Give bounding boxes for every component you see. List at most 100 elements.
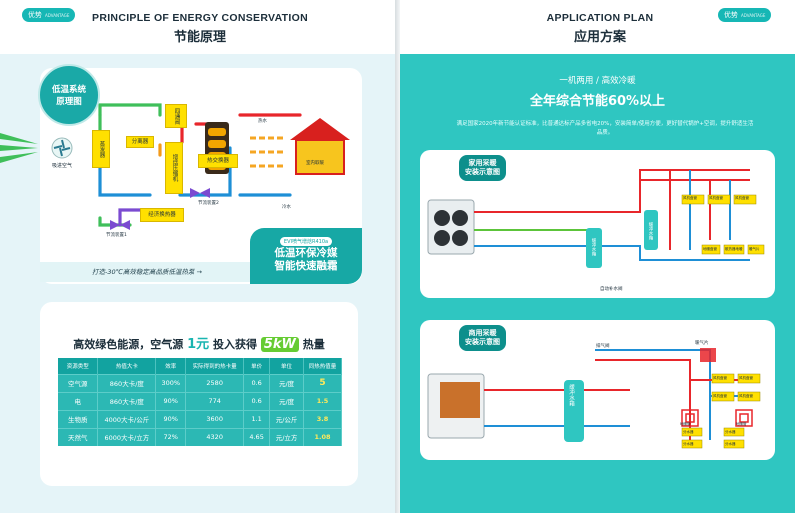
- home-scheme-tag: 家用采暖安装示意图: [458, 154, 507, 182]
- col-header: 热值大卡: [97, 358, 157, 374]
- table-cell: 90%: [155, 409, 187, 428]
- fan-coil-label: 风机盘管: [739, 376, 753, 380]
- throttle-valve-2-icon: [190, 188, 210, 198]
- air-intake-label: 吸进空气: [52, 163, 73, 169]
- table-header-row: 资源类型 热值大卡 效率 实际得到的热卡量 单价 单位 同热热值量: [58, 358, 342, 374]
- fan-coil-box: [737, 391, 761, 402]
- page-heading-zh: 应用方案: [573, 30, 626, 45]
- refill-valve-label: 自动补水阀: [600, 287, 623, 292]
- house-roof: [290, 118, 350, 140]
- table-cell: 300%: [155, 373, 187, 392]
- fan-coil-label: 风机盘管: [713, 376, 727, 380]
- throttle2-label: 节流装置2: [198, 201, 219, 206]
- table-cell: 0.6: [243, 373, 271, 392]
- commercial-buffer-tank: [564, 380, 584, 442]
- buffer-tank-2: [644, 210, 658, 250]
- floor-heating-coil-icon: [735, 409, 753, 427]
- table-cell: 电: [58, 391, 99, 410]
- tagline-strap: 打造-30℃高效稳定高品质低温热泵 →: [40, 262, 260, 282]
- commercial-tank-label: 缓冲水箱: [568, 384, 574, 406]
- radiator-box: [723, 244, 745, 255]
- house-icon: [295, 139, 345, 175]
- col-header: 效率: [155, 358, 187, 374]
- evaporator-box: 蒸发器: [92, 130, 110, 168]
- promo-line-2: 智能快速融霜: [274, 260, 338, 272]
- table-cell: 元/立方: [269, 427, 305, 446]
- table-cell: 5: [303, 373, 342, 392]
- fan-coil-label: 风机盘管: [683, 196, 697, 200]
- refrigerant-tag: EVI喷气增焓R410a: [279, 237, 333, 246]
- hot-supply-arrows: [250, 136, 285, 168]
- radiator-label: 散热器地暖: [725, 247, 743, 251]
- fan-icon: [51, 137, 73, 159]
- floor-heating-coil-icon: [681, 409, 699, 427]
- fan-blades: [53, 139, 71, 157]
- table-cell: 0.6: [243, 391, 271, 410]
- table-cell: 元/公斤: [269, 409, 305, 428]
- heat-exchanger-box: 热交换器: [198, 154, 238, 168]
- fan-icon: [434, 210, 450, 226]
- fan-icon: [452, 210, 468, 226]
- promo-line-1: 低温环保冷媒: [274, 247, 338, 259]
- fan-coil-box: [737, 373, 761, 384]
- table-cell: 90%: [155, 391, 187, 410]
- radiator-box: [701, 244, 721, 255]
- radiator-label: 暖气片: [749, 247, 760, 251]
- fan-coil-label: 风机盘管: [709, 196, 723, 200]
- manifold-box: [723, 427, 745, 437]
- fan-coil-box: [707, 194, 731, 205]
- separator-box: 分离器: [126, 136, 154, 148]
- table-cell: 860大卡/度: [97, 391, 157, 410]
- table-cell: 72%: [155, 427, 187, 446]
- home-install-diagram: [427, 169, 765, 268]
- comparison-title: 高效绿色能源，空气源 1元 投入获得 5kW 热量: [73, 337, 325, 352]
- buffer-tank-label: 缓冲水箱: [591, 238, 596, 256]
- table-cell: 天然气: [58, 427, 99, 446]
- fan-coil-box: [711, 373, 735, 384]
- manifold-label: 分水器: [683, 442, 694, 446]
- table-cell: 4000大卡/公斤: [97, 409, 157, 428]
- right-subtitle: 一机两用 / 高效冷暖: [559, 76, 636, 86]
- low-temp-badge: 低温系统原理图: [38, 64, 100, 126]
- table-cell: 1.5: [303, 391, 342, 410]
- table-cell: 元/度: [269, 391, 305, 410]
- right-description: 满足国家2020年新节能认证标准，比普通达标产品多省电20%，安装简单/使用方便…: [456, 121, 754, 136]
- radiator-label: 地暖盘管: [703, 247, 717, 251]
- manifold-box: [681, 439, 703, 449]
- radiator-label: 暖气片: [695, 341, 709, 346]
- fan-coil-label: 风机盘管: [735, 196, 749, 200]
- compressor-box: 增焓压缩机: [165, 142, 183, 194]
- page-heading-zh: 节能原理: [173, 30, 226, 45]
- throttle1-label: 节流装置1: [106, 233, 127, 238]
- hot-water-label: 热水: [258, 119, 267, 124]
- economizer-box: 经济换热器: [140, 208, 184, 222]
- buffer-tank-2-label: 缓冲水箱: [648, 222, 653, 240]
- room-label: 室内取暖: [306, 161, 324, 166]
- fan-coil-box: [681, 194, 705, 205]
- table-cell: 4320: [185, 427, 245, 446]
- commercial-scheme-tag: 商用采暖安装示意图: [458, 324, 507, 352]
- radiator-icon: [700, 348, 716, 362]
- four-way-valve-box: 四通阀: [165, 104, 187, 128]
- air-intake-arrows: [0, 133, 38, 163]
- commercial-coil: [440, 382, 480, 418]
- commercial-install-diagram: [427, 348, 761, 449]
- cold-water-label: 冷水: [282, 205, 291, 210]
- fan-coil-box: [711, 391, 735, 402]
- table-cell: 生物质: [58, 409, 99, 428]
- fan-icon: [452, 230, 468, 246]
- buffer-tank: [586, 228, 602, 268]
- col-header: 同热热值量: [303, 358, 342, 374]
- floor-heating-label: 地暖管: [736, 422, 747, 426]
- home-heat-pump-unit: [427, 199, 475, 255]
- fan-coil-label: 风机盘管: [713, 394, 727, 398]
- fan-icon: [434, 230, 450, 246]
- page-heading-en: APPLICATION PLAN: [546, 12, 654, 24]
- table-cell: 4.65: [243, 427, 271, 446]
